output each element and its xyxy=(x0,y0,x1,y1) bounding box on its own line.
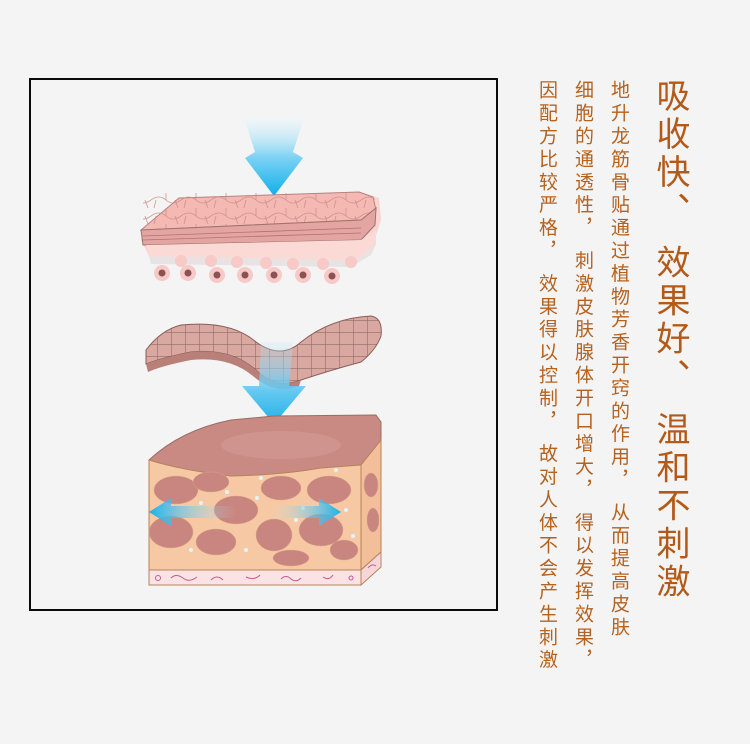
upper-skin-layer xyxy=(139,191,381,284)
down-arrow-icon xyxy=(244,118,304,196)
body-text-column-2: 细胞的通透性， 刺激皮肤腺体开口增大， 得以发挥效果， xyxy=(572,80,594,673)
skin-cross-section-block xyxy=(148,414,382,587)
headline: 吸收快、 效果好、 温和不刺激 xyxy=(650,78,690,602)
left-arrow-icon xyxy=(149,498,236,526)
down-arrow-icon xyxy=(242,342,306,424)
right-arrow-icon xyxy=(271,498,341,526)
skin-absorption-illustration xyxy=(139,118,382,587)
illustration-frame xyxy=(29,78,498,611)
body-text-column-1: 地升龙筋骨贴通过植物芳香开窍的作用， 从而提高皮肤 xyxy=(608,80,630,640)
body-text-column-3: 因配方比较严格， 效果得以控制， 故对人体不会产生刺激 xyxy=(536,80,558,673)
